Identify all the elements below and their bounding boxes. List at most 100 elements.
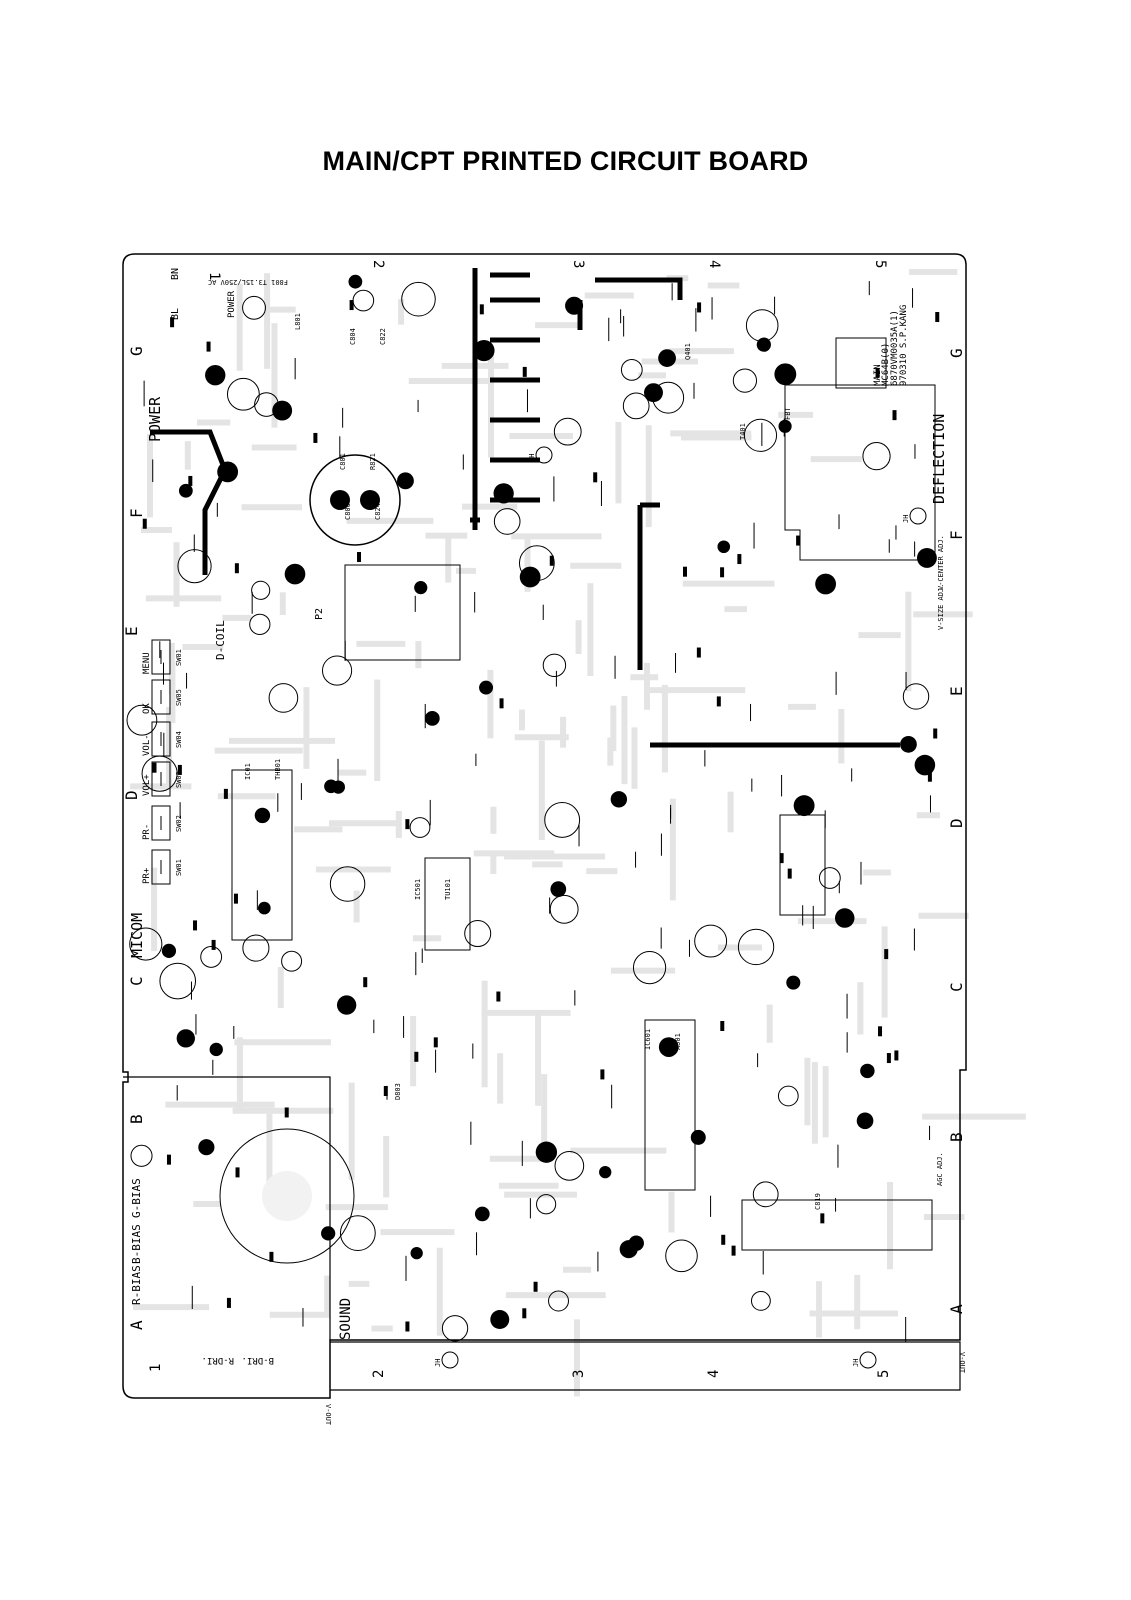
pad	[161, 943, 177, 959]
svg-text:C: C	[947, 982, 966, 992]
pad	[690, 1129, 706, 1145]
pad	[479, 680, 494, 695]
v-size-adj-label: V-SIZE ADJ.	[937, 584, 945, 630]
agc-adj-label: AGC ADJ.	[936, 1152, 944, 1186]
grid-col-3-top: 3	[570, 260, 586, 268]
svg-text:VOL+: VOL+	[142, 774, 152, 796]
ref-text	[235, 1167, 240, 1178]
svg-text:970310 S.P.KANG: 970310 S.P.KANG	[899, 305, 909, 386]
ref-text	[349, 300, 354, 311]
ref-text	[177, 764, 182, 775]
svg-text:VOL-: VOL-	[142, 734, 152, 756]
svg-text:D: D	[947, 818, 966, 828]
component-ref: R821	[369, 453, 377, 470]
capacitor-outline	[242, 295, 266, 320]
ref-text	[152, 762, 157, 773]
capacitor-outline	[242, 934, 270, 962]
ref-text	[522, 366, 527, 377]
capacitor-outline	[249, 613, 271, 635]
page-title: MAIN/CPT PRINTED CIRCUIT BOARD	[322, 146, 809, 176]
ref-text	[720, 567, 725, 578]
capacitor-outline	[126, 704, 158, 736]
capacitor-outline	[321, 655, 353, 686]
ref-text	[737, 554, 742, 565]
ref-text	[233, 893, 238, 904]
ref-text	[696, 647, 701, 658]
capacitor-outline	[339, 1215, 376, 1252]
ref-text	[170, 317, 175, 328]
capacitor-outline	[352, 289, 375, 312]
copper-traces	[130, 268, 1026, 1397]
ref-text	[405, 1321, 410, 1332]
capacitor-outline	[622, 392, 650, 420]
ref-text	[875, 367, 880, 378]
component-ref: C804	[349, 328, 357, 345]
pad	[717, 540, 731, 554]
pad	[786, 975, 801, 990]
heavy-trace	[150, 429, 228, 575]
ref-text	[433, 1037, 438, 1048]
ic-deflection	[344, 564, 461, 661]
svg-text:JH: JH	[902, 515, 910, 523]
pad	[610, 791, 628, 808]
b-dri-label: B-DRI.	[241, 1355, 274, 1365]
pad	[900, 735, 917, 753]
v-out-label: V-OUT	[324, 1404, 332, 1426]
component-ref: IC501	[414, 879, 422, 900]
pad	[628, 1235, 644, 1251]
ref-text	[731, 1245, 736, 1256]
pad	[321, 1226, 336, 1241]
ref-text	[499, 698, 504, 709]
board-divider	[123, 1076, 331, 1340]
svg-text:PR-: PR-	[142, 824, 152, 840]
capacitor-outline	[732, 368, 758, 393]
ref-text	[313, 432, 318, 443]
pad	[424, 710, 440, 726]
svg-text:E: E	[122, 626, 141, 636]
ref-text	[716, 696, 721, 707]
component-ref: Q401	[684, 343, 692, 360]
capacitor-outline	[329, 866, 366, 902]
ref-text	[188, 475, 193, 486]
main-filter-capacitor	[309, 454, 401, 546]
ref-text	[600, 1069, 605, 1080]
pad	[410, 1246, 423, 1260]
capacitor-outline	[268, 683, 299, 713]
svg-text:F: F	[947, 530, 966, 540]
capacitor-outline	[818, 867, 841, 889]
ref-text	[496, 991, 501, 1002]
capacitor-outline	[745, 309, 779, 342]
pad	[324, 779, 338, 794]
key-vol+: VOL+SW03	[142, 761, 183, 797]
svg-text:PR+: PR+	[142, 867, 152, 884]
capacitor-outline	[632, 951, 667, 985]
svg-text:SW01: SW01	[175, 859, 183, 876]
pad	[258, 901, 271, 915]
grid-rows-right: A B C D E F G	[947, 348, 966, 1314]
ic-if	[779, 814, 826, 916]
ref-text	[549, 555, 554, 566]
ref-text	[479, 304, 484, 315]
pad	[396, 472, 414, 490]
ref-text	[226, 1297, 231, 1308]
pad	[793, 795, 815, 817]
capacitor-outline	[743, 418, 778, 452]
heavy-trace	[577, 277, 900, 748]
svg-text:MAIN: MAIN	[873, 364, 883, 386]
section-micom-label: MICOM	[128, 913, 146, 958]
ref-text	[269, 1251, 274, 1262]
capacitor-outline	[548, 1290, 569, 1312]
pad	[658, 1037, 679, 1057]
ic-sound	[644, 1019, 696, 1191]
svg-text:SW05: SW05	[175, 689, 183, 706]
g-bias-label: G-BIAS	[130, 1178, 143, 1218]
capacitor-outline	[536, 1194, 557, 1215]
pad	[815, 573, 837, 595]
pad	[348, 274, 363, 289]
connector-bn-label: BN	[170, 268, 181, 280]
svg-text:A: A	[947, 1304, 966, 1314]
capacitor-outline	[777, 1085, 799, 1107]
svg-text:SW04: SW04	[175, 731, 183, 748]
power-switch-label: POWER	[227, 290, 237, 318]
component-ref: C822	[379, 328, 387, 345]
